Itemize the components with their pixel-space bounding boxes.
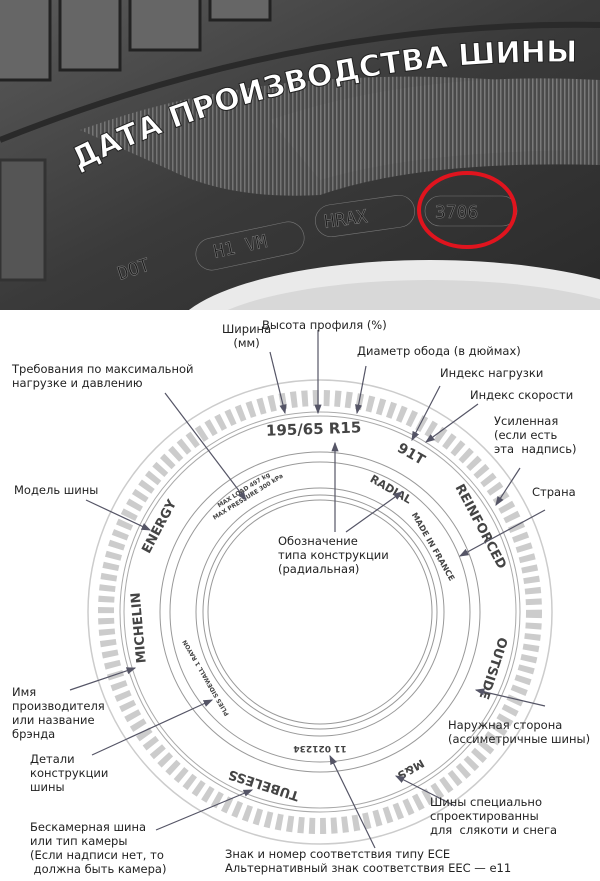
label-speed-index: Индекс скорости <box>470 388 574 402</box>
tire-outline <box>87 379 553 845</box>
label-brand: Имя производителя или название брэнда <box>12 685 105 741</box>
arrow-load-index <box>411 385 441 442</box>
label-ece: Знак и номер соответствия типу ECE Альте… <box>225 847 512 875</box>
label-mud-snow: Шины специально спроектированны для сляк… <box>430 795 558 837</box>
label-rim: Диаметр обода (в дюймах) <box>357 344 521 358</box>
label-tubeless: Бескамерная шина или тип камеры (Если на… <box>30 820 167 876</box>
label-country: Страна <box>532 485 576 499</box>
arrow-speed-index <box>425 403 479 443</box>
arrow-details <box>91 699 214 756</box>
label-width: Ширина (мм) <box>222 322 272 350</box>
plant-code: H1 VM <box>212 231 270 263</box>
arrow-outside <box>474 688 546 707</box>
arrow-max-load <box>164 392 247 501</box>
tire-marking-tubeless: TUBELESS <box>227 766 302 803</box>
label-profile: Высота профиля (%) <box>262 318 387 332</box>
arrow-rim <box>355 365 367 415</box>
tread-blocks <box>0 0 272 82</box>
label-max-load: Требования по максимальной нагрузке и да… <box>12 362 194 390</box>
label-model: Модель шины <box>14 483 99 497</box>
arrow-ece <box>329 754 376 849</box>
arrow-construction-b <box>345 491 403 533</box>
label-outside: Наружная сторона (ассиметричные шины) <box>448 718 591 746</box>
date-code: 3706 <box>435 202 478 223</box>
arrow-mud-snow <box>394 775 456 807</box>
date-code-highlight <box>417 171 517 249</box>
arrow-country <box>458 509 546 557</box>
tire-marking-ece: 11 021234 <box>293 743 346 753</box>
arrow-reinforced <box>495 467 521 507</box>
label-load-index: Индекс нагрузки <box>440 366 544 380</box>
label-details: Детали конструкции шины <box>30 752 109 794</box>
tire-marking-brand: MICHELIN <box>129 592 150 664</box>
tire-marking-load-speed: 91T <box>394 440 428 469</box>
label-reinforced: Усиленная (если есть эта надпись) <box>494 414 577 456</box>
arrow-width <box>269 351 287 415</box>
tire-marking-size: 195/65 R15 <box>266 418 362 439</box>
arrow-model <box>85 499 152 531</box>
label-construction: Обозначение типа конструкции (радиальная… <box>278 534 389 576</box>
arrow-tubeless <box>155 789 254 831</box>
arrow-brand <box>69 667 137 691</box>
tire-sidewall-photo: DOT H1 VM HRAX 3706 ДАТА ПРОИЗВОДСТВА ШИ… <box>0 0 600 310</box>
